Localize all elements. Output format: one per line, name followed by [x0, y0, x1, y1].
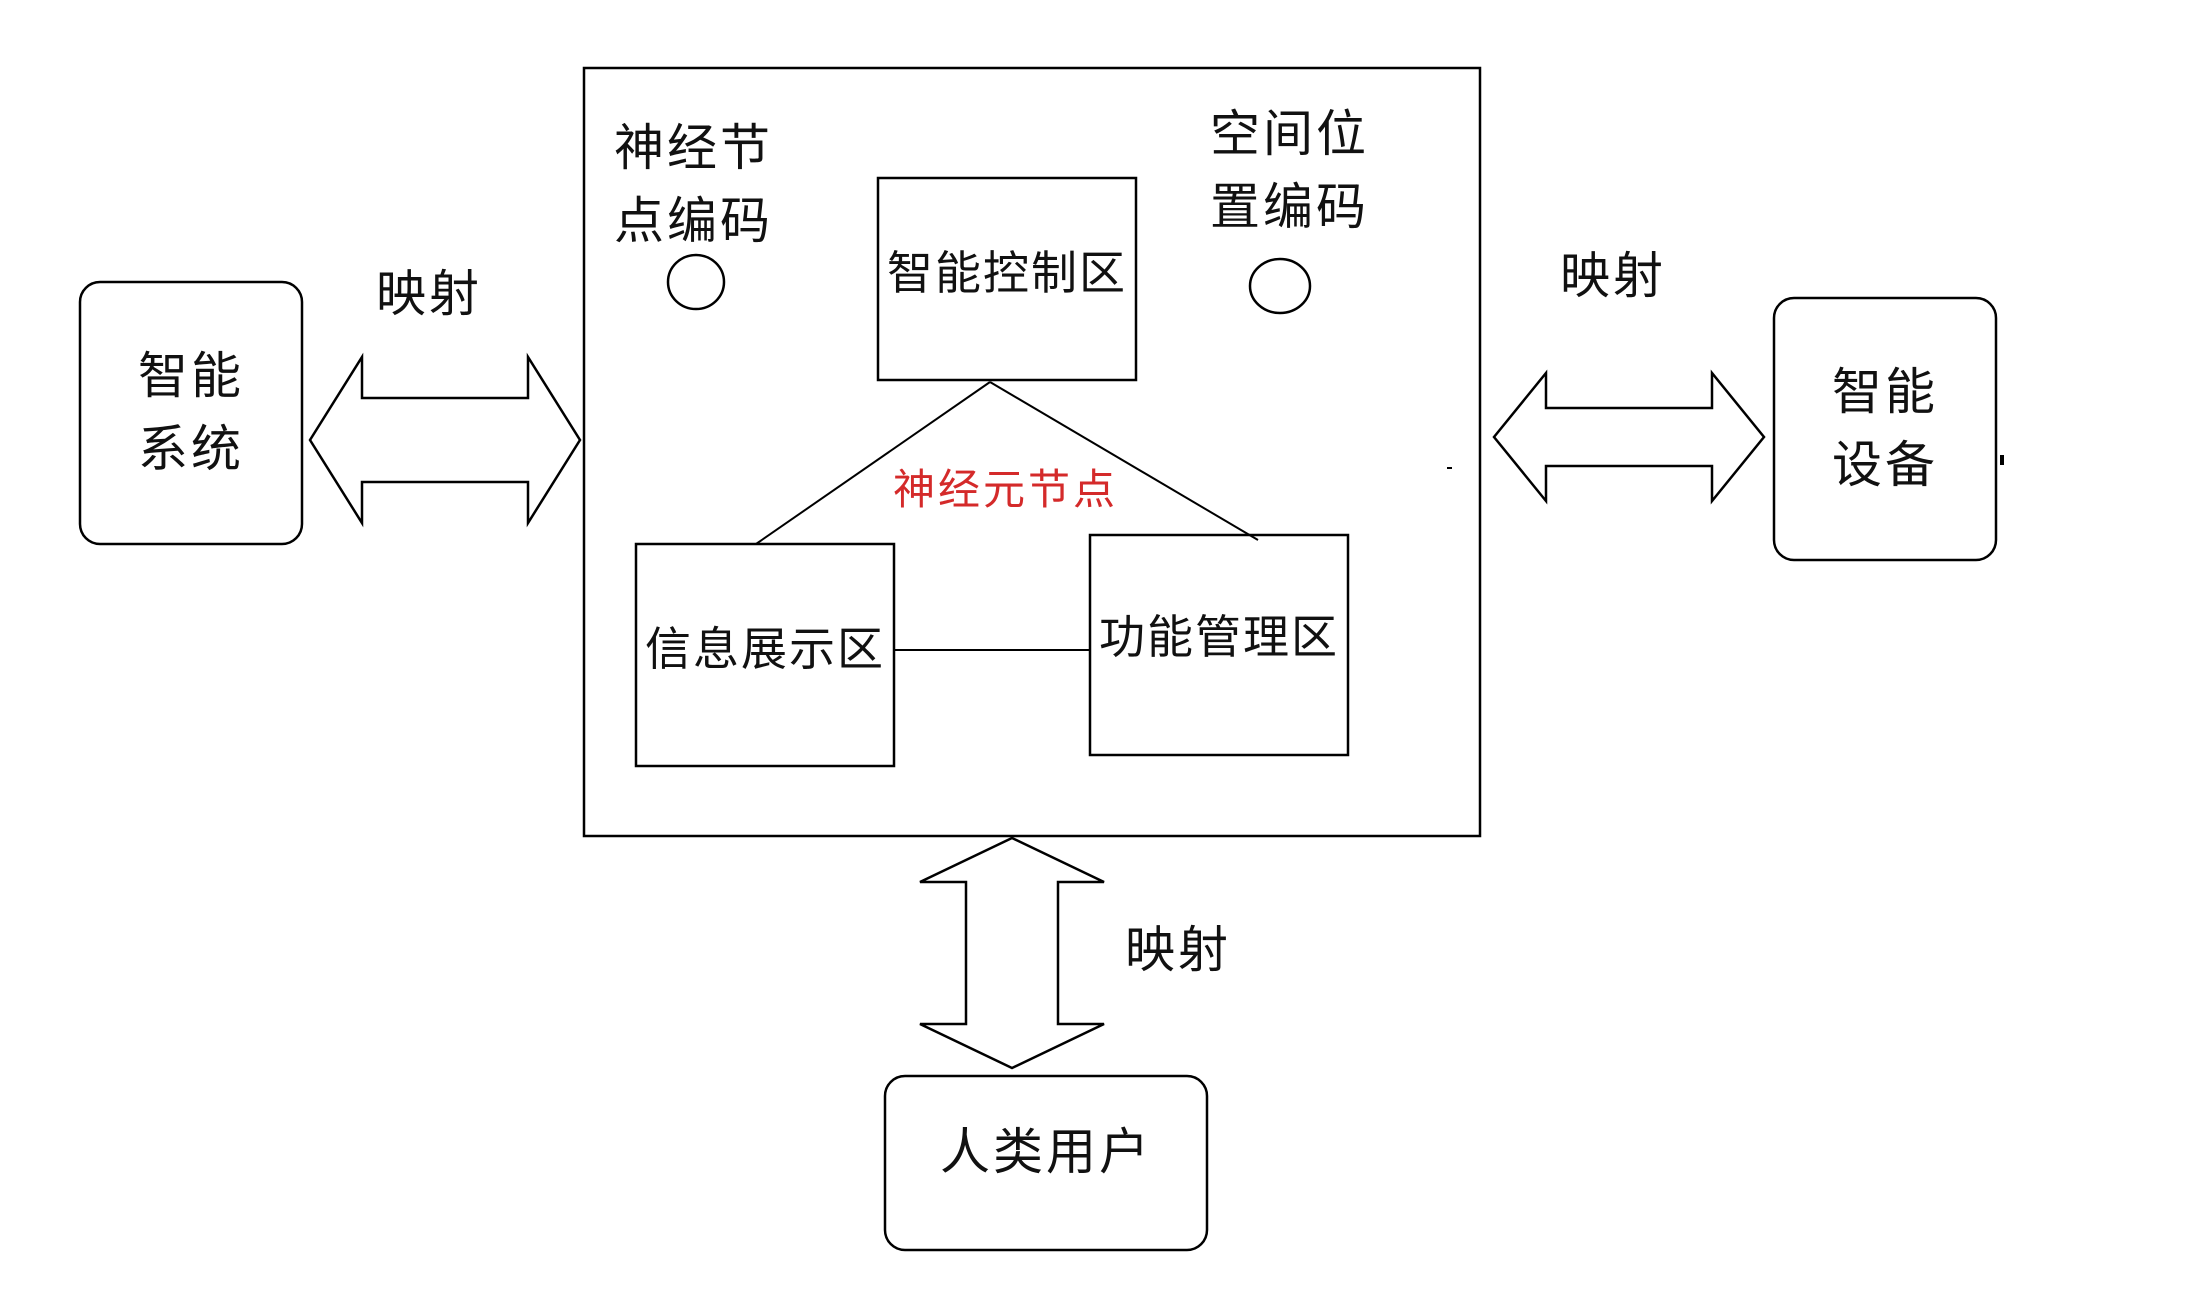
control-zone-label: 智能控制区 [887, 246, 1127, 300]
right-mapping-label: 映射 [1560, 247, 1666, 305]
function-zone-box [1088, 533, 1350, 757]
control-to-function-line [989, 381, 1259, 541]
smart-system-label-line1: 智能 [138, 347, 244, 405]
left-mapping-label: 映射 [376, 265, 482, 323]
neural-node-code-line1: 神经节 [614, 119, 773, 177]
smart-device-label-line2: 设备 [1832, 435, 1938, 494]
human-user-label: 人类用户 [940, 1123, 1152, 1181]
human-user-box [883, 1074, 1209, 1252]
info-zone-box [634, 542, 896, 768]
control-zone-box [876, 176, 1138, 382]
spatial-position-code-label: 空间位 置编码 [1210, 98, 1369, 243]
neural-node-code-line2: 点编码 [614, 191, 773, 250]
bottom-mapping-label: 映射 [1125, 921, 1231, 979]
neural-node-code-label: 神经节 点编码 [614, 112, 773, 257]
stray-mark [2000, 455, 2004, 465]
neuron-node-label: 神经元节点 [893, 465, 1119, 514]
right-mapping-arrow [1492, 369, 1766, 505]
spatial-position-code-line2: 置编码 [1210, 177, 1369, 236]
info-zone-label: 信息展示区 [645, 622, 885, 676]
left-mapping-arrow [308, 352, 582, 528]
smart-system-box [78, 280, 304, 546]
smart-device-box [1772, 296, 1998, 562]
smart-device-label-line1: 智能 [1832, 363, 1938, 421]
smart-system-label: 智能 系统 [120, 340, 262, 485]
spatial-position-code-line1: 空间位 [1210, 105, 1369, 163]
control-to-info-line [755, 381, 991, 545]
function-zone-label: 功能管理区 [1099, 610, 1339, 664]
neural-node-code-marker [666, 253, 726, 311]
bottom-mapping-arrow [919, 836, 1105, 1070]
spatial-position-code-marker [1248, 257, 1312, 315]
stray-mark [1447, 467, 1452, 469]
smart-system-label-line2: 系统 [138, 419, 244, 478]
smart-device-label: 智能 设备 [1814, 356, 1956, 501]
